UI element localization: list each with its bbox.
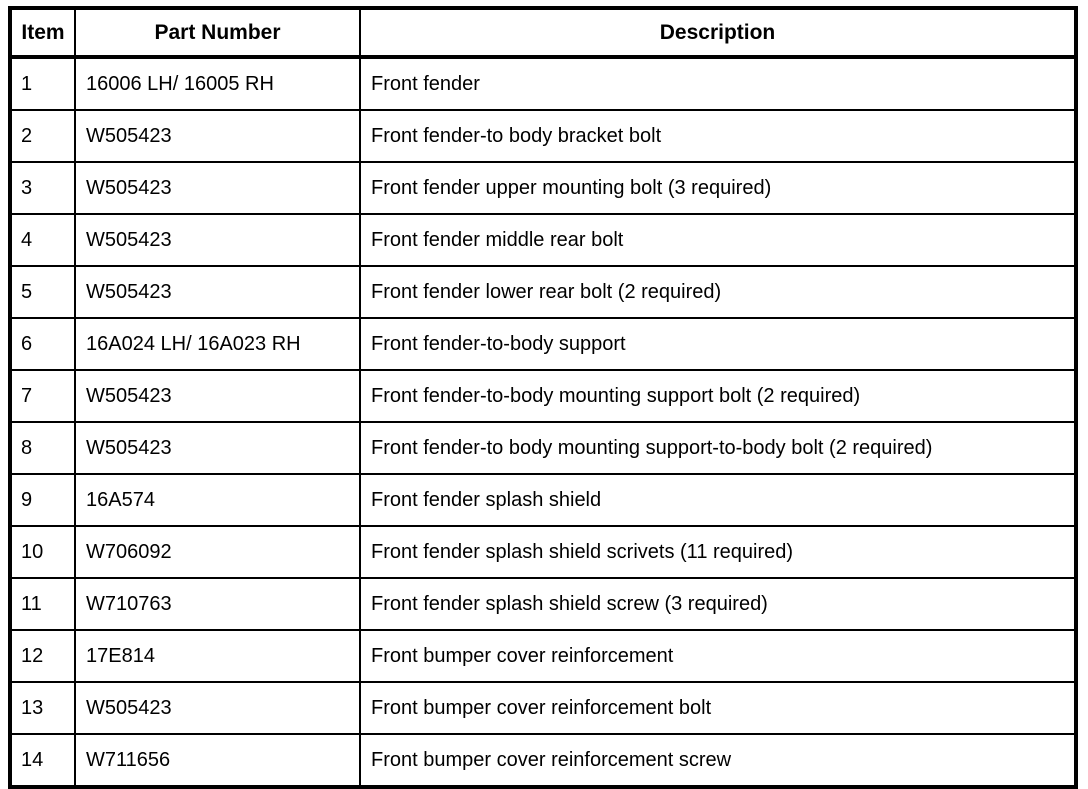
cell-part-number: W505423 [75,162,361,215]
column-header-part-number: Part Number [75,8,361,59]
cell-item: 13 [10,682,76,735]
cell-description: Front bumper cover reinforcement [360,630,1076,683]
cell-description: Front bumper cover reinforcement bolt [360,682,1076,735]
cell-part-number: 17E814 [75,630,361,683]
cell-description: Front fender-to-body mounting support bo… [360,370,1076,423]
column-header-item: Item [10,8,76,59]
cell-description: Front fender lower rear bolt (2 required… [360,266,1076,319]
cell-description: Front fender upper mounting bolt (3 requ… [360,162,1076,215]
cell-description: Front fender splash shield scrivets (11 … [360,526,1076,579]
cell-item: 8 [10,422,76,475]
cell-item: 6 [10,318,76,371]
cell-item: 7 [10,370,76,423]
column-header-description: Description [360,8,1076,59]
cell-item: 3 [10,162,76,215]
cell-item: 2 [10,110,76,163]
cell-part-number: W505423 [75,422,361,475]
cell-description: Front bumper cover reinforcement screw [360,734,1076,787]
cell-part-number: W706092 [75,526,361,579]
cell-item: 14 [10,734,76,787]
cell-part-number: 16A574 [75,474,361,527]
cell-item: 4 [10,214,76,267]
cell-item: 12 [10,630,76,683]
cell-part-number: W710763 [75,578,361,631]
cell-item: 10 [10,526,76,579]
cell-description: Front fender-to-body support [360,318,1076,371]
cell-description: Front fender splash shield screw (3 requ… [360,578,1076,631]
cell-description: Front fender middle rear bolt [360,214,1076,267]
cell-part-number: W505423 [75,682,361,735]
cell-part-number: W505423 [75,214,361,267]
cell-item: 9 [10,474,76,527]
cell-part-number: W505423 [75,110,361,163]
table-header: Item Part Number Description [10,8,1076,59]
cell-item: 11 [10,578,76,631]
cell-part-number: W505423 [75,370,361,423]
cell-description: Front fender-to body bracket bolt [360,110,1076,163]
cell-item: 1 [10,57,76,111]
header-row: Item Part Number Description [10,8,1076,59]
cell-part-number: 16006 LH/ 16005 RH [75,57,361,111]
cell-description: Front fender splash shield [360,474,1076,527]
cell-item: 5 [10,266,76,319]
cell-part-number: W711656 [75,734,361,787]
cell-part-number: W505423 [75,266,361,319]
cell-part-number: 16A024 LH/ 16A023 RH [75,318,361,371]
cell-description: Front fender [360,57,1076,111]
cell-description: Front fender-to body mounting support-to… [360,422,1076,475]
